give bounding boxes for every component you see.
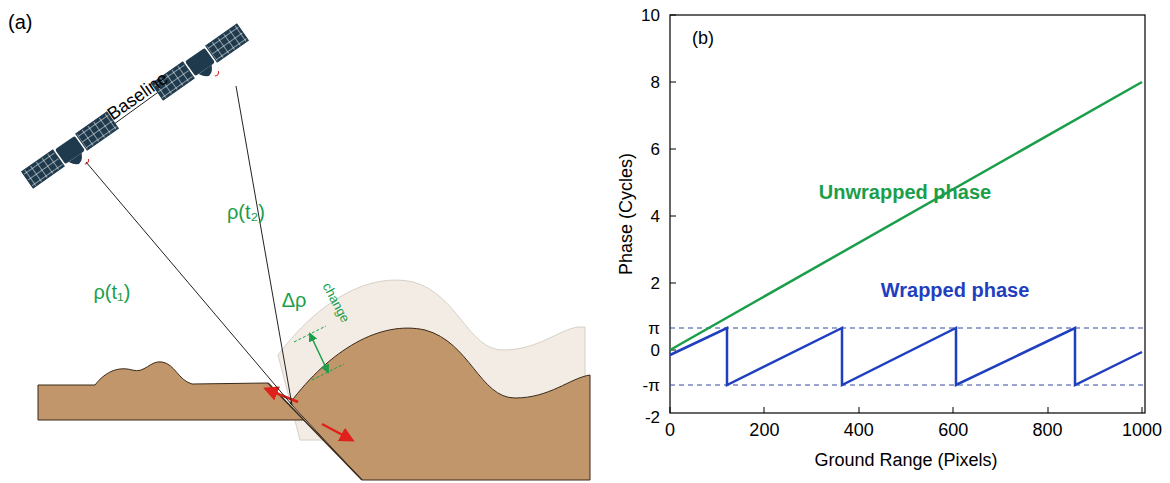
tick-label: 0 bbox=[651, 342, 660, 359]
change-label: Δρ bbox=[282, 290, 307, 310]
range-label: ρ(t₁) bbox=[93, 282, 130, 302]
wrapped-line bbox=[670, 328, 1142, 385]
tick-label: π bbox=[648, 320, 660, 337]
tick-label: 600 bbox=[938, 421, 968, 439]
tick-label: -2 bbox=[645, 409, 660, 426]
tick-label: 8 bbox=[651, 74, 660, 91]
tick-label: 800 bbox=[1033, 421, 1063, 439]
series-label: Unwrapped phase bbox=[819, 182, 991, 202]
slip-arrows bbox=[266, 389, 352, 440]
panel-letter: (b) bbox=[692, 29, 714, 47]
satellite bbox=[22, 112, 125, 197]
line-of-sight bbox=[86, 72, 292, 405]
range-change bbox=[294, 326, 344, 380]
tick-label: 200 bbox=[749, 421, 779, 439]
unwrapped-line bbox=[670, 82, 1142, 350]
tick-label: 400 bbox=[844, 421, 874, 439]
tick-label: 6 bbox=[651, 141, 660, 158]
axis-title: Phase (Cycles) bbox=[617, 153, 635, 275]
tick-label: 10 bbox=[641, 7, 660, 24]
ground-blocks bbox=[38, 280, 590, 480]
tick-label: 4 bbox=[651, 208, 660, 225]
series-label: Wrapped phase bbox=[881, 280, 1030, 300]
range-label: ρ(t₂) bbox=[227, 202, 265, 222]
axis-title: Ground Range (Pixels) bbox=[814, 451, 997, 469]
panel-letter: (a) bbox=[8, 12, 32, 32]
tick-label: 1000 bbox=[1122, 421, 1162, 439]
tick-label: 2 bbox=[651, 275, 660, 292]
tick-label: 0 bbox=[665, 421, 675, 439]
tick-label: -π bbox=[643, 377, 660, 394]
chart bbox=[670, 15, 1145, 413]
satellite bbox=[152, 24, 255, 109]
